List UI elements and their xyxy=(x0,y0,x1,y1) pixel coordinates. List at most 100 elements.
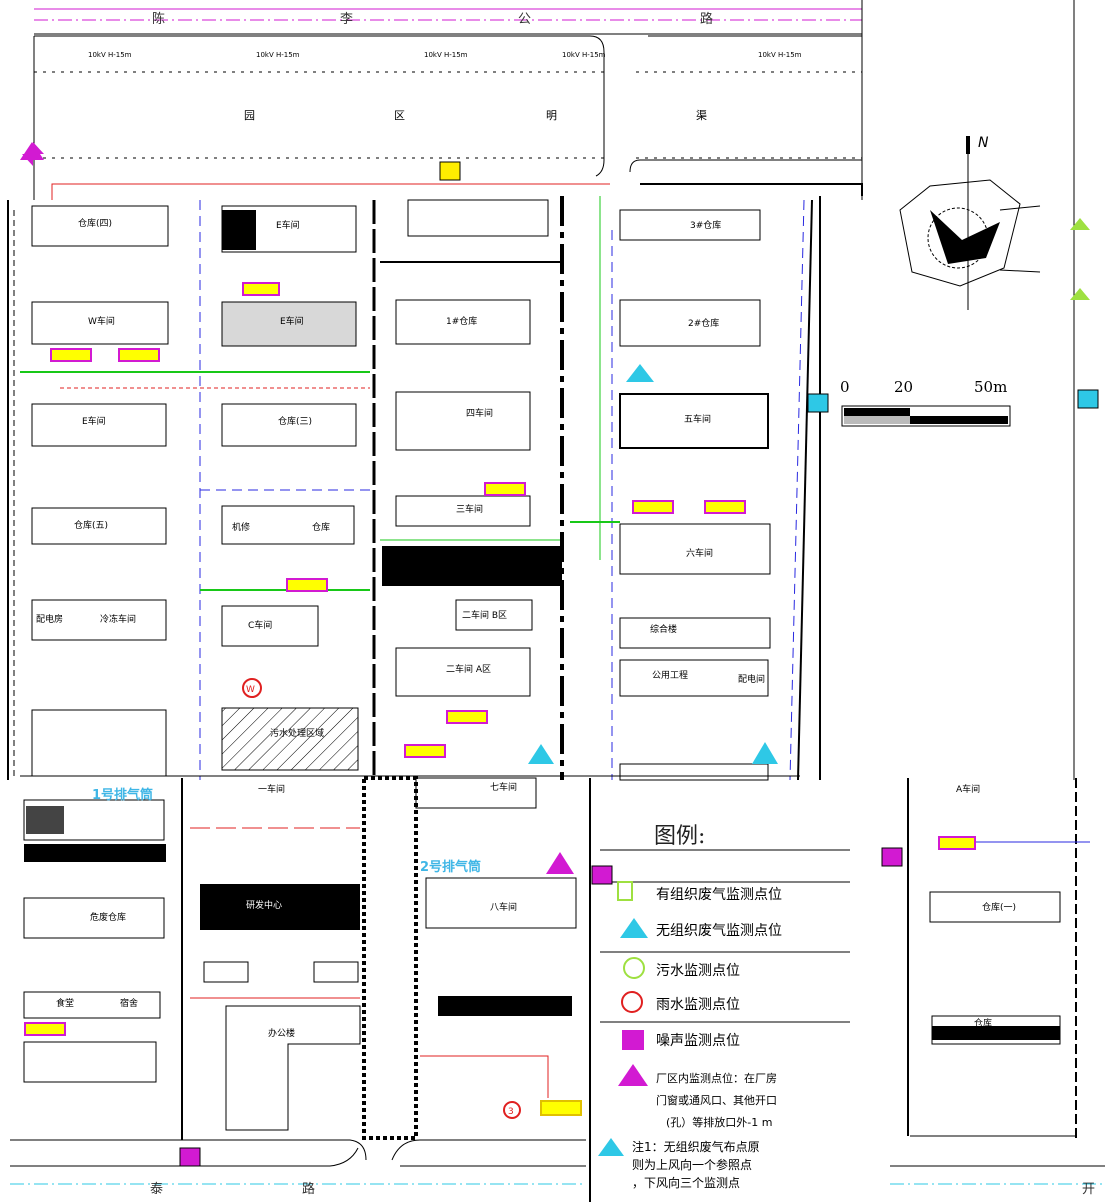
building-label: 仓库(三) xyxy=(278,417,313,427)
bldg-fill xyxy=(222,210,256,250)
road-top-char-3: 公 xyxy=(518,12,532,27)
bldg-outline xyxy=(619,209,761,241)
organized-gas-marker-right xyxy=(1077,389,1099,409)
monitor-tag xyxy=(286,578,328,592)
canal-char-4: 渠 xyxy=(696,109,707,122)
bldg-outline xyxy=(395,299,531,345)
stack-2-label: 2号排气筒 xyxy=(420,860,482,875)
scale-mid: 20 xyxy=(894,378,914,396)
bldg-outline xyxy=(221,505,355,545)
monitor-tag xyxy=(50,348,92,362)
powerline-label: 10kV H-15m xyxy=(562,51,606,59)
bldg-fill xyxy=(24,844,166,862)
stack-1-label: 1号排气筒 xyxy=(92,788,154,803)
building-label: 办公楼 xyxy=(268,1029,296,1039)
bldg-outline xyxy=(23,897,165,939)
legend-item-noise: 噪声监测点位 xyxy=(656,1033,740,1049)
legend-icons xyxy=(598,881,648,1156)
boundary-diag xyxy=(797,199,813,781)
bldg-outline xyxy=(619,523,771,575)
plant-monitor-marker-2 xyxy=(20,142,44,160)
monitor-tag xyxy=(632,500,674,514)
legend-footnote-3: ，下风向三个监测点 xyxy=(632,1176,741,1190)
bldg-outline xyxy=(31,709,167,777)
legend-item-organized-gas: 有组织废气监测点位 xyxy=(656,887,782,903)
monitor-tag xyxy=(938,836,976,850)
road-bottom-right-char: 开 xyxy=(1082,1182,1096,1197)
north-label: N xyxy=(978,135,989,151)
bldg-outline xyxy=(395,647,531,697)
building-label: A车间 xyxy=(956,785,981,795)
svg-text:3: 3 xyxy=(508,1107,514,1117)
plant-monitor-marker-stack xyxy=(546,852,574,874)
bldg-outline xyxy=(23,1041,157,1083)
bldg-outline xyxy=(619,659,769,697)
bldg-fill xyxy=(200,884,360,930)
boundary-top-right xyxy=(640,183,863,196)
road-bottom-edge xyxy=(10,1139,367,1161)
building-label: 仓库(四) xyxy=(78,219,113,229)
noise-marker xyxy=(591,865,613,885)
building-label: 仓库 xyxy=(312,523,331,533)
canal-char-3: 明 xyxy=(546,109,557,122)
dark-block xyxy=(382,546,562,586)
legend-item-fugitive-gas: 无组织废气监测点位 xyxy=(656,923,782,939)
bldg-fill xyxy=(26,806,64,834)
building-label: 3#仓库 xyxy=(690,221,722,231)
bldg-outline xyxy=(23,991,161,1019)
boundary-top xyxy=(51,183,610,200)
building-label: 六车间 xyxy=(686,549,714,559)
road-top-char-4: 路 xyxy=(700,12,714,27)
bldg-outline xyxy=(31,301,169,345)
building-label: 2#仓库 xyxy=(688,319,720,329)
building-label: 三车间 xyxy=(456,505,484,515)
legend-item-plant-area: 厂区内监测点位：在厂房 xyxy=(656,1072,777,1085)
upwind-marker-2 xyxy=(1070,288,1090,300)
bldg-outline xyxy=(619,617,771,649)
bldg-outline xyxy=(619,299,761,347)
north-arrow xyxy=(899,136,1041,310)
rainwater-marker-low xyxy=(503,1101,521,1119)
bldg-fill xyxy=(438,996,572,1016)
monitor-tag xyxy=(404,744,446,758)
building-label: 二车间 B区 xyxy=(462,611,508,621)
building-label: 机修 xyxy=(232,523,251,533)
bldg-hatched xyxy=(221,707,359,771)
monitor-tag xyxy=(540,1100,582,1116)
noise-marker-bottom xyxy=(179,1147,201,1167)
rainwater-marker xyxy=(242,678,262,698)
bldg-outline xyxy=(407,199,549,237)
powerline-label: 10kV H-15m xyxy=(256,51,300,59)
road-top-char-2: 李 xyxy=(340,12,354,27)
building-label: E车间 xyxy=(82,417,106,427)
yellow-marker xyxy=(439,161,461,181)
building-label: 污水处理区域 xyxy=(270,729,325,739)
legend-item-rainwater: 雨水监测点位 xyxy=(656,997,740,1013)
building-label: 公用工程 xyxy=(652,671,689,681)
building-label: 七车间 xyxy=(490,783,518,793)
road-top-char-1: 陈 xyxy=(152,12,166,27)
monitor-tag xyxy=(118,348,160,362)
upwind-marker xyxy=(1070,218,1090,230)
building-label: E车间 xyxy=(276,221,300,231)
monitor-tag xyxy=(484,482,526,496)
scale-zero: 0 xyxy=(840,378,850,396)
building-label: 仓库 xyxy=(974,1019,993,1029)
bldg-fill xyxy=(932,1026,1060,1040)
building-label: 危废仓库 xyxy=(90,913,127,923)
building-label: 研发中心 xyxy=(246,901,283,911)
powerline-label: 10kV H-15m xyxy=(758,51,802,59)
building-label: 配电房 xyxy=(36,615,64,625)
road-bottom-char-1: 泰 xyxy=(150,1182,164,1197)
building-label: 五车间 xyxy=(684,415,712,425)
bldg-outline xyxy=(395,495,531,527)
powerline-label: 10kV H-15m xyxy=(88,51,132,59)
scale-bar xyxy=(841,405,1011,427)
building-label: 1#仓库 xyxy=(446,317,478,327)
building-label: 一车间 xyxy=(258,785,286,795)
bldg-office xyxy=(225,1005,361,1131)
bldg-outline xyxy=(31,205,169,247)
building-label: 配电间 xyxy=(738,675,766,685)
bldg-outline xyxy=(221,403,357,447)
monitor-tag xyxy=(24,1022,66,1036)
